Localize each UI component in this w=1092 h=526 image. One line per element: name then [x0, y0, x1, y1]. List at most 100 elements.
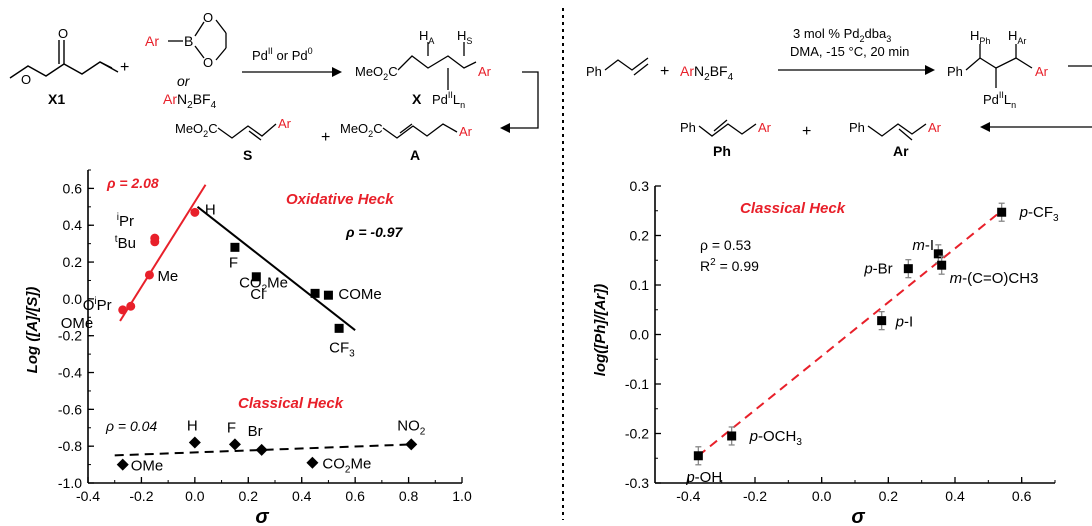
y-tick-label: -0.6 [58, 401, 82, 417]
point-label: p-OH [685, 469, 722, 486]
fit-line [196, 206, 356, 331]
y-tick-label: -0.4 [58, 365, 82, 381]
fit-line [114, 443, 414, 457]
y-tick-label: -1.0 [58, 475, 82, 491]
x1-structure [9, 40, 119, 79]
point-label: OMe [61, 315, 94, 332]
x-tick-label: 1.0 [452, 488, 472, 504]
annot-rho-right: ρ = 0.53 [700, 237, 751, 253]
point-label: H [205, 201, 216, 218]
x-tick-label: 0.2 [239, 488, 259, 504]
meo2c-x: MeO2C [355, 64, 398, 82]
point-label: p-Br [863, 261, 892, 278]
ha-label: HA [419, 28, 434, 46]
x-tick-label: 0.0 [185, 488, 205, 504]
catalyst-label: PdII or Pd0 [252, 46, 313, 63]
hs-label: HS [457, 28, 472, 46]
annot-oxidative: Oxidative Heck [286, 191, 394, 208]
point-label: tBu [115, 234, 136, 252]
plus-sign-2: + [321, 129, 330, 146]
annot-rho-black: ρ = -0.97 [345, 224, 404, 240]
point-label: CO2Me [239, 274, 288, 294]
hph-label: HPh [970, 28, 990, 46]
y-tick-label: 0.3 [630, 178, 650, 194]
dioxaborolane-ring [194, 19, 227, 61]
s-label: S [243, 147, 252, 163]
data-point [228, 438, 241, 451]
ar-s: Ar [278, 116, 292, 131]
ar-label-boron: Ar [145, 33, 159, 49]
data-point [727, 431, 737, 441]
ar-a: Ar [459, 124, 473, 139]
data-point [118, 305, 128, 315]
data-point [903, 264, 913, 274]
data-point [150, 233, 160, 243]
x-tick-label: 0.8 [399, 488, 419, 504]
data-point [251, 272, 261, 282]
chart-right-fits [697, 209, 1003, 457]
data-point [933, 249, 943, 259]
point-label: p-CF3 [1019, 204, 1059, 224]
ph-prod2: Ph [849, 120, 865, 135]
data-point [144, 270, 154, 280]
conditions-2: DMA, -15 °C, 20 min [790, 44, 909, 59]
data-point [877, 316, 887, 326]
ar-prod2: Ar [928, 120, 942, 135]
fit-line [697, 209, 1003, 457]
y-tick-label: -0.8 [58, 438, 82, 454]
y-tick-label: 0.0 [63, 291, 83, 307]
ar-prod: Ar [758, 120, 772, 135]
data-point [693, 451, 703, 461]
chart-left-fits [114, 184, 414, 457]
plus-sign: + [120, 59, 129, 76]
ar-int: Ar [1035, 64, 1049, 79]
pd-int: PdIILn [983, 90, 1016, 110]
arn2bf4-left: ArN2BF4 [163, 91, 217, 111]
data-point [188, 436, 201, 449]
data-point [323, 290, 333, 300]
x-tick-label: -0.4 [76, 488, 100, 504]
ring-o-bottom: O [203, 55, 213, 70]
x-tick-label: 0.4 [945, 488, 965, 504]
scheme-left: O O X1 + Ar B O O or ArN2BF4 PdII or Pd0… [9, 10, 539, 163]
meo2c-s: MeO2C [175, 121, 218, 139]
point-label: Cl [250, 286, 264, 303]
data-point [255, 443, 268, 456]
fit-line [119, 184, 207, 322]
point-label: CF3 [329, 339, 355, 359]
data-point [310, 288, 320, 298]
chart-left-ylabel: Log ([A]/[S]) [24, 287, 41, 374]
x1-o-top: O [58, 26, 68, 41]
boron-atom: B [184, 33, 193, 49]
data-point [126, 301, 136, 311]
x-tick-label: -0.4 [676, 488, 700, 504]
y-tick-label: 0.2 [630, 228, 650, 244]
y-tick-label: 0.4 [63, 217, 83, 233]
point-label: F [229, 254, 238, 271]
point-label: m-(C=O)CH3 [950, 270, 1039, 287]
chart-right-points [693, 202, 1007, 466]
ph-int: Ph [947, 64, 963, 79]
har-label: HAr [1008, 28, 1026, 46]
y-tick-label: -0.1 [625, 376, 649, 392]
data-point [306, 456, 319, 469]
point-label: CO2Me [322, 456, 371, 476]
pd-x: PdIILn [432, 90, 465, 110]
plus-right: + [660, 63, 669, 80]
chart-left-xlabel: σ [255, 506, 269, 526]
point-label: NO2 [397, 417, 426, 437]
x-tick-label: 0.0 [812, 488, 832, 504]
x-label: X [412, 91, 422, 107]
scheme-right: Ph + ArN2BF4 3 mol % Pd2dba3 DMA, -15 °C… [586, 26, 1092, 159]
ph-start: Ph [586, 64, 602, 79]
point-label: H [187, 417, 198, 434]
point-label: p-I [895, 314, 914, 331]
annot-r2-right: R2 = 0.99 [700, 257, 759, 274]
annot-rho-red: ρ = 2.08 [106, 175, 159, 191]
